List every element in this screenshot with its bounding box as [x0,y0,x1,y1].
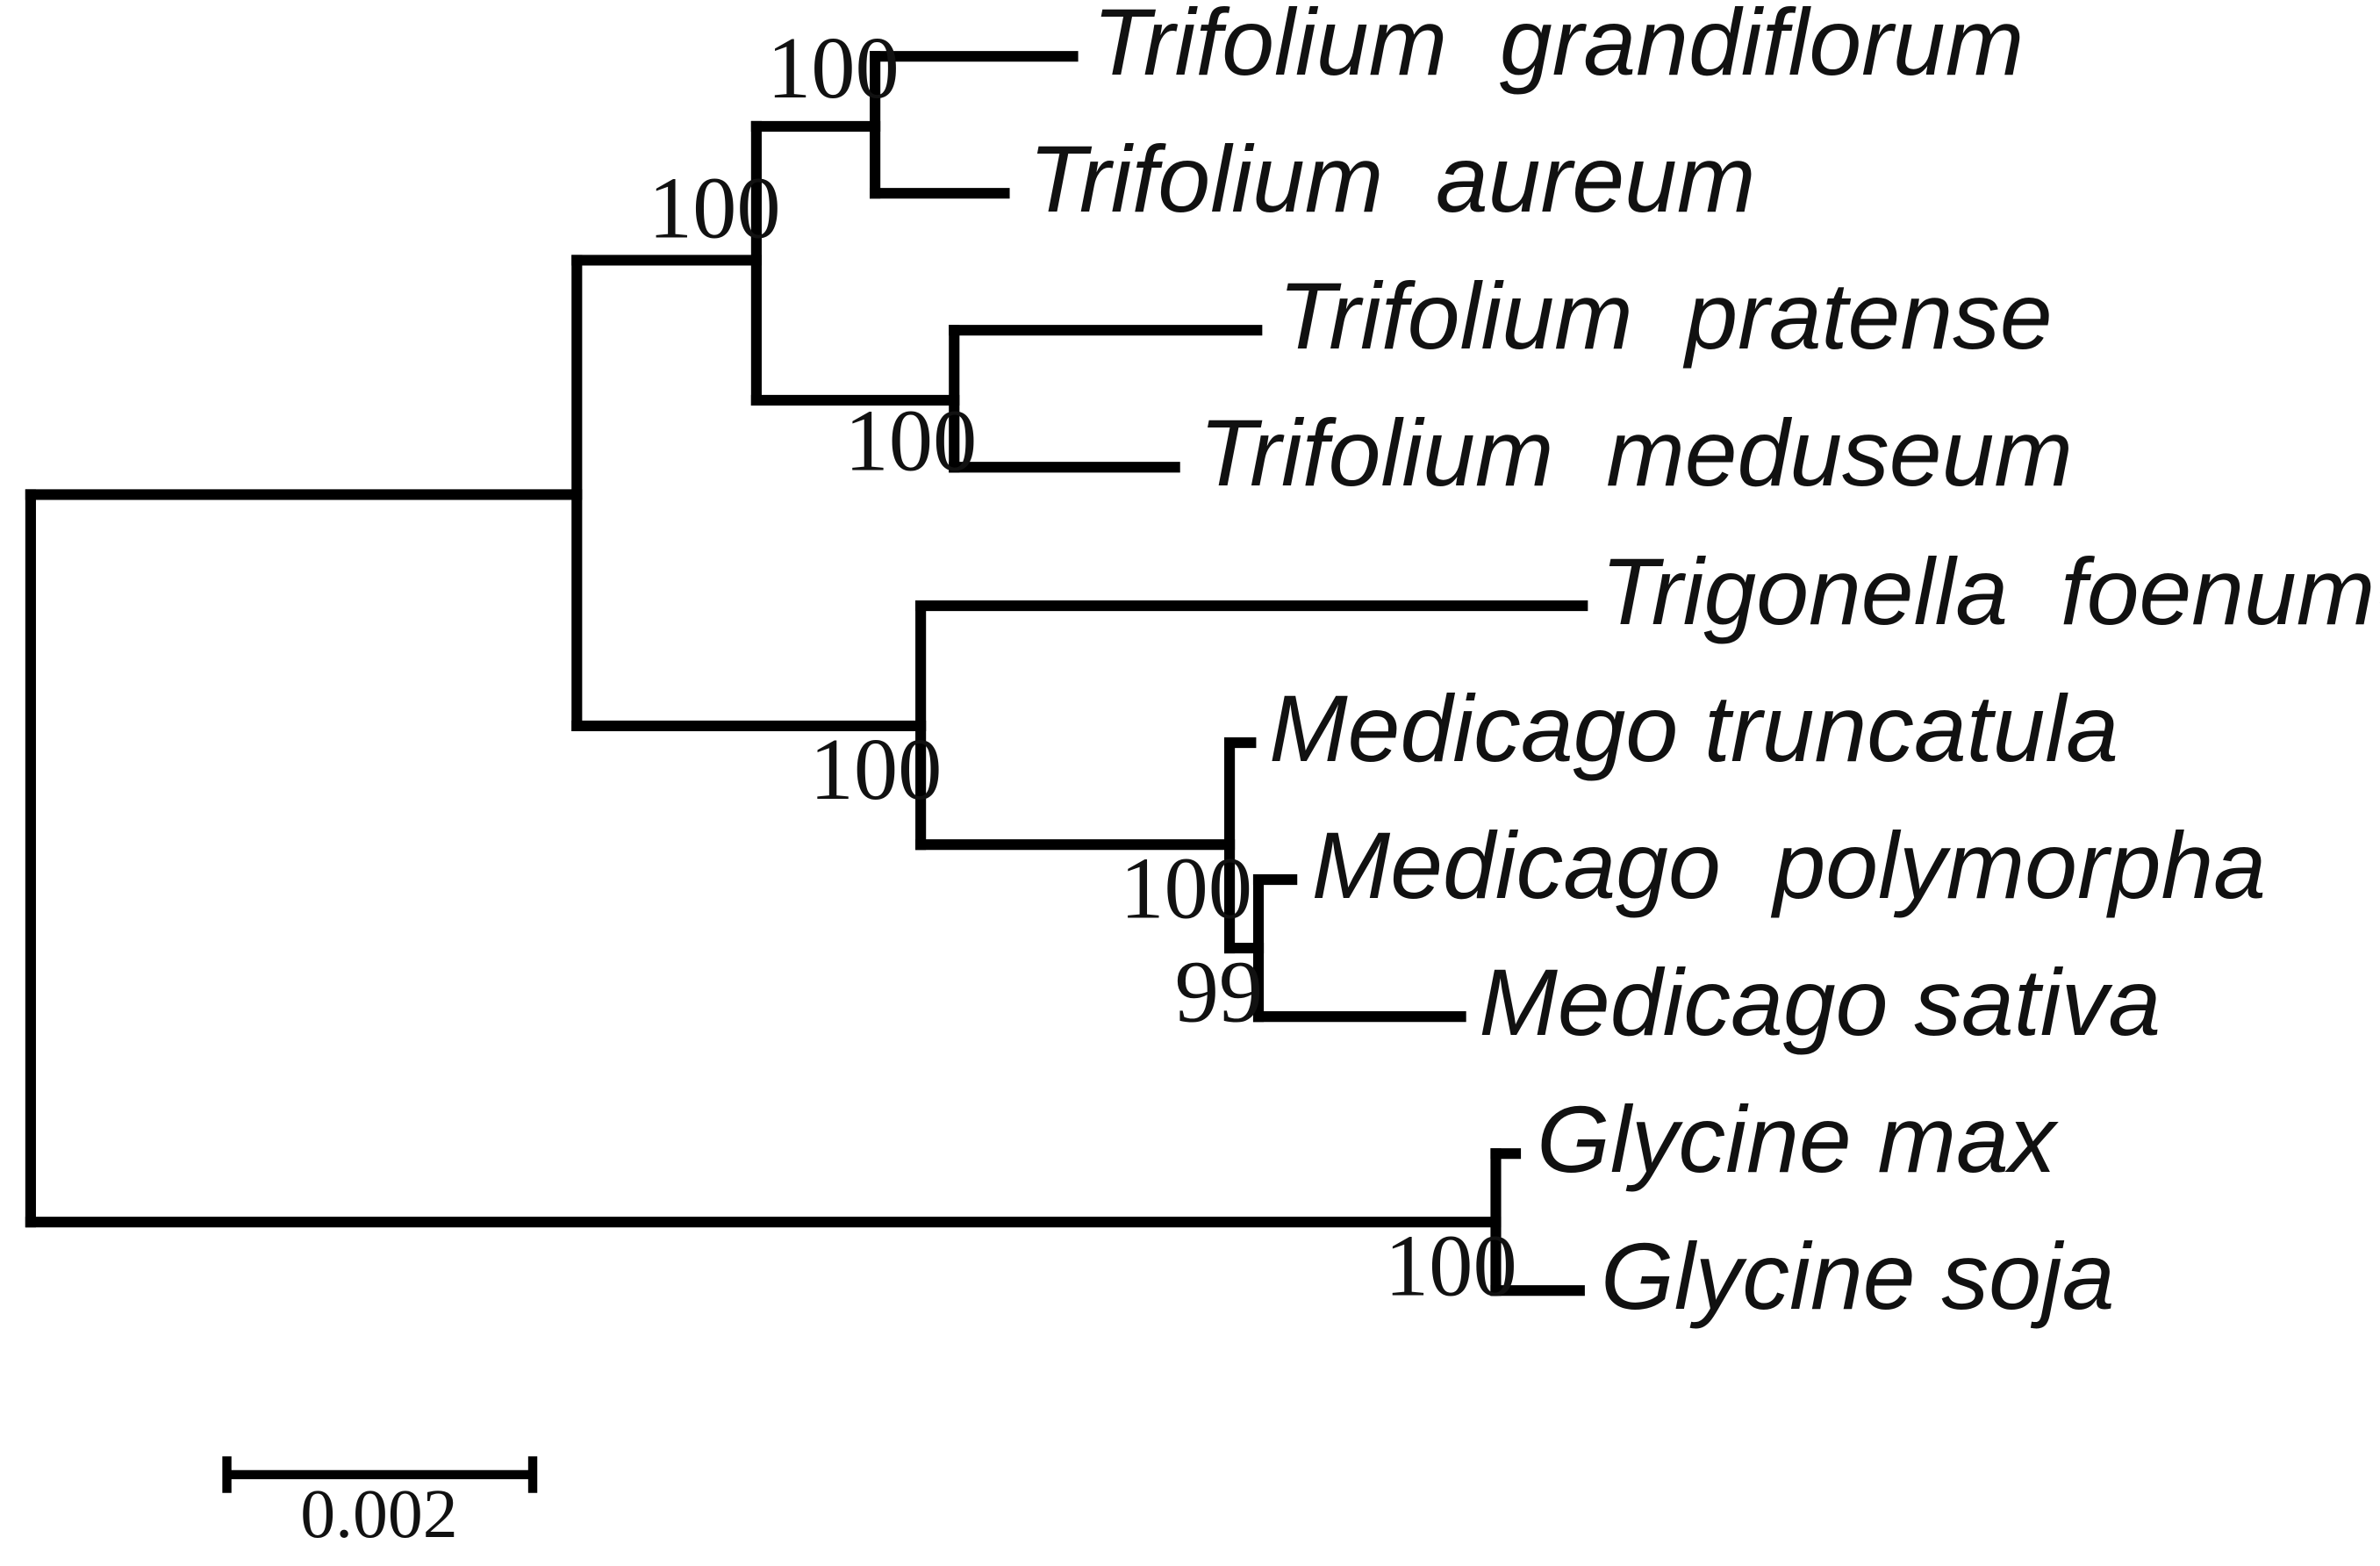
support-value-glycine: 100 [1385,1216,1517,1314]
taxon-label-trifolium-aureum: Trifolium aureum [1029,126,1755,232]
taxon-label-trifolium-grandiflorum: Trifolium grandiflorum [1093,0,2024,95]
scale-bar-label: 0.002 [300,1476,457,1553]
taxon-label-trifolium-pratense: Trifolium pratense [1279,263,2053,369]
scale-bar: 0.002 [222,1456,538,1553]
support-value-trig-medicago: 100 [810,720,943,818]
taxon-label-trigonella-foenum-graecum: Trigonella foenum-graecum [1601,539,2380,644]
support-value-medicago: 100 [1120,838,1252,937]
taxon-label-medicago-sativa: Medicago sativa [1479,950,2161,1055]
taxon-labels: Trifolium grandiflorum Trifolium aureum … [1029,0,2380,1329]
tree-branches [25,51,1588,1297]
support-value-prat-med: 100 [844,392,977,490]
support-value-poly-sat: 99 [1175,942,1264,1040]
support-value-trifolium: 100 [649,158,781,256]
taxon-label-trifolium-meduseum: Trifolium meduseum [1199,400,2072,506]
taxon-label-medicago-truncatula: Medicago truncatula [1269,676,2118,781]
taxon-label-medicago-polymorpha: Medicago polymorpha [1312,813,2266,918]
taxon-label-glycine-max: Glycine max [1537,1087,2059,1192]
support-value-grand-aur: 100 [767,18,900,117]
support-values: 100 100 100 100 100 99 100 [649,18,1517,1314]
taxon-label-glycine-soja: Glycine soja [1601,1224,2114,1329]
